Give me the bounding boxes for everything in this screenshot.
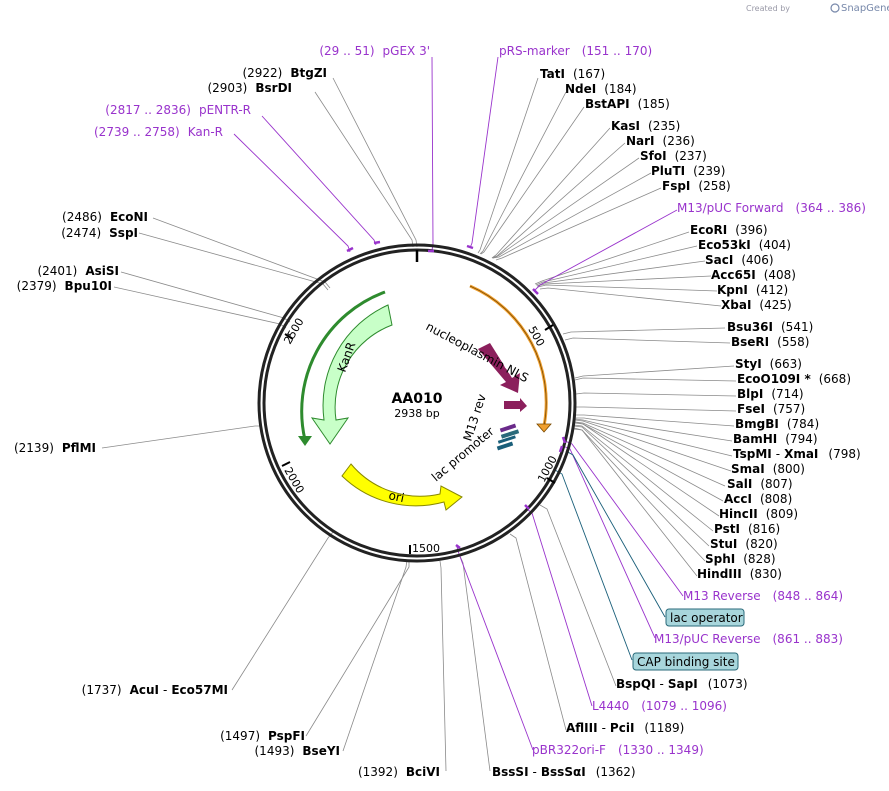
enzyme-label[interactable]: (2903)BsrDI [207,81,292,95]
enzyme-label[interactable]: BmgBI(784) [735,417,819,431]
nls-feature-arrow[interactable] [504,398,527,412]
primer-label[interactable]: M13/pUC Forward(364 .. 386) [677,201,866,215]
kanr-feature-arrow[interactable] [310,304,393,445]
kanr-cds-arrow-icon [298,436,312,446]
kanr-cds-arc [300,290,386,441]
primer-label[interactable]: (29 .. 51)pGEX 3' [319,44,430,58]
enzyme-label[interactable]: EcoRI(396) [690,223,768,237]
enzyme-labels-right: TatI(167) NdeI(184) BstAPI(185) KasI(235… [492,67,861,779]
enzyme-label[interactable]: NdeI(184) [565,82,637,96]
boxed-feature-lac-operator[interactable]: lac operator [665,608,745,627]
ori-label: ori [387,488,405,505]
enzyme-label[interactable]: PstI(816) [714,522,780,536]
enzyme-label[interactable]: (2379)Bpu10I [17,279,112,293]
enzyme-label[interactable]: SmaI(800) [731,462,805,476]
primer-label[interactable]: M13 Reverse(848 .. 864) [683,589,843,603]
watermark-prefix: Created by [746,4,790,13]
enzyme-label[interactable]: PluTI(239) [651,164,725,178]
enzyme-label[interactable]: (1737)AcuI-Eco57MI [82,683,228,697]
primer-label[interactable]: L4440(1079 .. 1096) [592,699,727,713]
backbone-outer [257,243,577,563]
ticks [281,324,556,554]
boxed-feature-cap-binding-site[interactable]: CAP binding site [632,652,739,671]
enzyme-label[interactable]: TspMI-XmaI(798) [733,447,861,461]
lac-operator-label: lac operator [670,611,743,625]
enzyme-label[interactable]: BspQI-SapI(1073) [616,677,748,691]
ugi-cds-arrow-icon [536,423,552,433]
enzyme-label[interactable]: XbaI(425) [721,298,792,312]
kanr-label: KanR [335,340,359,374]
tick-label-1500: 1500 [412,542,440,555]
enzyme-label[interactable]: (2139)PflMI [14,441,96,455]
primer-label[interactable]: pRS-marker(151 .. 170) [499,44,652,58]
enzyme-label[interactable]: StyI(663) [735,357,802,371]
ori-feature-arrow[interactable] [341,463,463,511]
primer-labels: (29 .. 51)pGEX 3' pRS-marker(151 .. 170)… [94,44,866,757]
primer-marks [346,240,567,549]
enzyme-label[interactable]: StuI(820) [710,537,778,551]
enzyme-label[interactable]: BseRI(558) [731,335,809,349]
enzyme-label[interactable]: TatI(167) [540,67,605,81]
enzyme-label[interactable]: Eco53kI(404) [698,238,791,252]
primer-label[interactable]: pBR322ori-F(1330 .. 1349) [532,743,704,757]
cap-binding-site-label: CAP binding site [637,655,735,669]
watermark: Created by SnapGene [746,3,889,14]
enzyme-label[interactable]: FseI(757) [737,402,805,416]
enzyme-label[interactable]: NarI(236) [626,134,695,148]
enzyme-label[interactable]: SphI(828) [705,552,776,566]
enzyme-label[interactable]: HindIII(830) [697,567,782,581]
snapgene-logo-icon [830,3,840,13]
enzyme-label[interactable]: AflIII-PciI(1189) [566,721,684,735]
lac-operator-box [665,608,745,627]
enzyme-label[interactable]: (2486)EcoNI [62,210,148,224]
enzyme-label[interactable]: FspI(258) [662,179,731,193]
feature-box-lines [554,450,666,661]
enzyme-label[interactable]: (1392)BciVI [358,765,440,779]
enzyme-label[interactable]: (1493)BseYI [255,744,341,758]
enzyme-label[interactable]: EcoO109I *(668) [737,372,851,386]
small-feature-marks [496,423,520,451]
enzyme-label[interactable]: BstAPI(185) [585,97,670,111]
enzyme-label[interactable]: SalI(807) [727,477,793,491]
enzyme-label[interactable]: Bsu36I(541) [727,320,813,334]
nls-label: nucleoplasmin NLS [424,319,531,385]
enzyme-label[interactable]: (2922)BtgZI [242,66,327,80]
enzyme-label[interactable]: SacI(406) [705,253,774,267]
enzyme-label[interactable]: BssSI-BssSαI(1362) [492,765,636,779]
watermark-brand: SnapGene [841,3,889,14]
enzyme-label[interactable]: KpnI(412) [717,283,788,297]
cap-binding-site-box [632,652,739,671]
ugi-feature-arrow[interactable] [478,343,520,393]
tick-label-2500: 2500 [281,316,306,347]
enzyme-label[interactable]: Acc65I(408) [711,268,796,282]
plasmid-name: AA010 [392,391,443,407]
primer-label[interactable]: M13/pUC Reverse(861 .. 883) [654,632,843,646]
enzyme-label[interactable]: HincII(809) [719,507,798,521]
enzyme-labels-left: (2922)BtgZI (2903)BsrDI (2486)EcoNI (247… [14,66,440,779]
enzyme-label[interactable]: AccI(808) [724,492,792,506]
enzyme-label[interactable]: (2401)AsiSI [37,264,119,278]
primer-label[interactable]: (2739 .. 2758)Kan-R [94,125,223,139]
enzyme-label[interactable]: KasI(235) [611,119,680,133]
enzyme-label[interactable]: BlpI(714) [737,387,804,401]
enzyme-label[interactable]: (1497)PspFI [220,729,305,743]
enzyme-label[interactable]: BamHI(794) [733,432,818,446]
enzyme-label[interactable]: SfoI(237) [640,149,707,163]
plasmid-size: 2938 bp [394,407,439,420]
primer-label[interactable]: (2817 .. 2836)pENTR-R [105,103,251,117]
enzyme-label[interactable]: (2474)SspI [61,226,138,240]
